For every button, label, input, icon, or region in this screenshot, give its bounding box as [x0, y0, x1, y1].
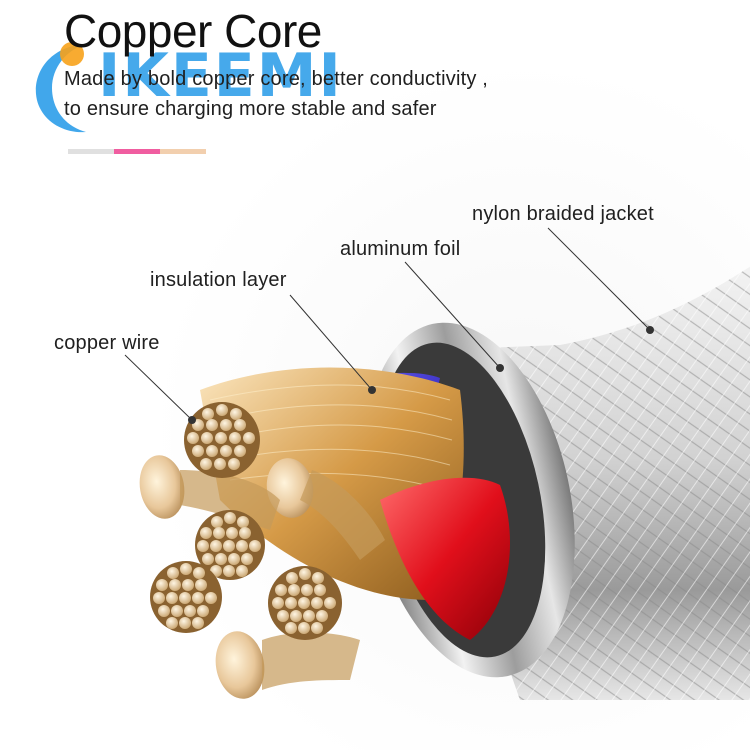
brand-logo: IKEEMI: [26, 26, 341, 136]
label-nylon-braided-jacket: nylon braided jacket: [472, 203, 654, 225]
wire-end-cap-3: [215, 631, 265, 699]
leader-line-copper-wire: [124, 354, 193, 421]
leader-line-nylon-jacket: [547, 227, 651, 331]
wire-end-cap-1: [139, 455, 185, 519]
accent-bar-peach: [160, 149, 206, 154]
label-copper-wire: copper wire: [54, 332, 160, 354]
accent-bar-gray: [68, 149, 114, 154]
label-aluminum-foil: aluminum foil: [340, 238, 461, 260]
logo-text: IKEEMI: [98, 41, 343, 111]
page-title: Copper Core: [64, 5, 322, 57]
logo-crescent-icon: [35, 42, 86, 133]
accent-bar-pink: [114, 149, 160, 154]
copper-wire-bundle-middle: [195, 510, 265, 580]
leader-dot-insulation: [368, 386, 376, 394]
leader-dot-nylon-jacket: [646, 326, 654, 334]
description-line-2: to ensure charging more stable and safer: [64, 98, 437, 120]
leader-dot-aluminum-foil: [496, 364, 504, 372]
description-line-1: Made by bold copper core, better conduct…: [64, 68, 489, 90]
insulation-layer-red: [380, 477, 510, 640]
copper-wire-bundle-top: [184, 402, 260, 478]
leader-dot-copper-wire: [188, 416, 196, 424]
label-insulation-layer: insulation layer: [150, 269, 287, 291]
leader-line-insulation: [289, 294, 373, 391]
leader-line-aluminum-foil: [404, 261, 501, 369]
copper-wire-bundle-left: [150, 561, 222, 633]
copper-wire-bundle-right: [268, 566, 342, 640]
